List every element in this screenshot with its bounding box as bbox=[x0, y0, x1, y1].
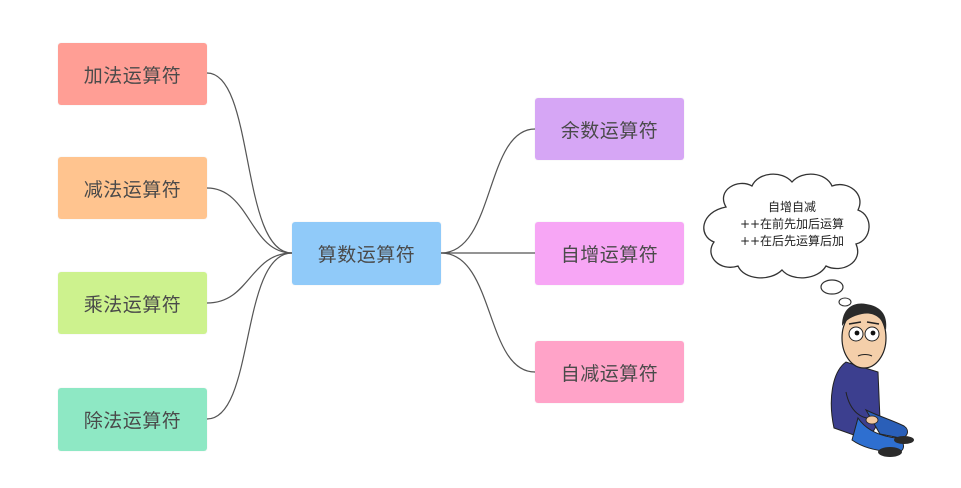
branch-node-decrement[interactable]: 自减运算符 bbox=[535, 341, 684, 403]
branch-node-label: 自减运算符 bbox=[560, 362, 659, 385]
branch-node-label: 加法运算符 bbox=[83, 64, 182, 87]
branch-node-label: 自增运算符 bbox=[560, 244, 659, 266]
thought-bubble-icon bbox=[703, 173, 870, 307]
edge-center-to-addition bbox=[206, 72, 293, 254]
branch-node-label: 余数运算符 bbox=[560, 119, 659, 142]
branch-node-multiplication[interactable]: 乘法运算符 bbox=[58, 272, 207, 334]
thought-line: 自增自减 bbox=[767, 200, 816, 214]
thought-line: ++在后先运算后加 bbox=[739, 234, 845, 248]
branch-node-addition[interactable]: 加法运算符 bbox=[58, 43, 207, 105]
branch-node-subtraction[interactable]: 减法运算符 bbox=[58, 157, 207, 219]
center-node[interactable]: 算数运算符 bbox=[292, 222, 441, 285]
edge-center-to-multiplication bbox=[206, 252, 293, 304]
branch-node-label: 除法运算符 bbox=[83, 410, 182, 432]
edge-center-to-division bbox=[206, 252, 293, 420]
edge-center-to-decrement bbox=[440, 252, 536, 373]
center-node-label: 算数运算符 bbox=[317, 244, 416, 266]
branch-node-increment[interactable]: 自增运算符 bbox=[535, 222, 684, 285]
edge-center-to-remainder bbox=[440, 128, 536, 254]
thought-bubble-text: 自增自减 ++在前先加后运算 ++在后先运算后加 bbox=[708, 199, 876, 250]
branch-node-label: 减法运算符 bbox=[83, 178, 182, 201]
thinking-man-icon bbox=[830, 303, 914, 457]
branch-node-label: 乘法运算符 bbox=[83, 293, 182, 316]
branch-node-division[interactable]: 除法运算符 bbox=[58, 388, 207, 451]
edge-center-to-subtraction bbox=[206, 187, 293, 254]
branch-node-remainder[interactable]: 余数运算符 bbox=[535, 98, 684, 160]
thought-line: ++在前先加后运算 bbox=[739, 217, 845, 231]
